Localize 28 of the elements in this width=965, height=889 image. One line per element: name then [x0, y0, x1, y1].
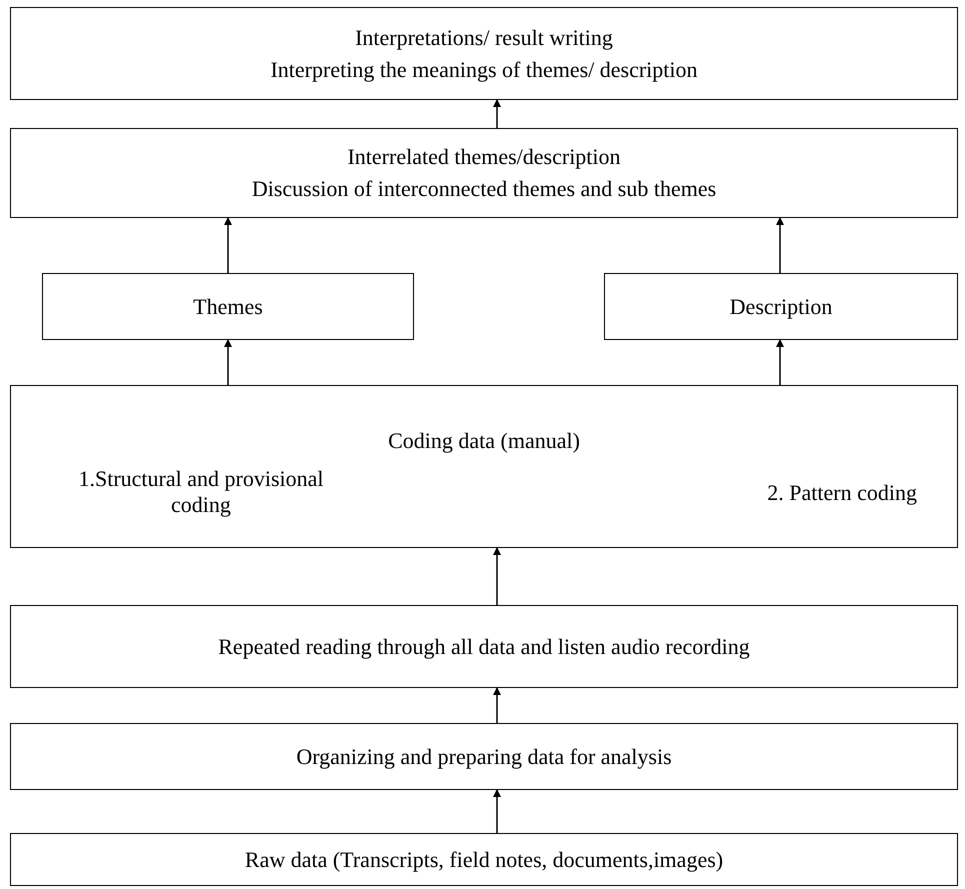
- arrow: [224, 217, 232, 273]
- box-text: Interpreting the meanings of themes/ description: [270, 56, 698, 84]
- box-text: Raw data (Transcripts, field notes, documents,images): [244, 846, 724, 874]
- box-text: Themes: [193, 292, 263, 320]
- process-box: [10, 723, 958, 790]
- arrow: [776, 339, 784, 385]
- arrow: [224, 339, 232, 385]
- process-box: [10, 605, 958, 688]
- arrow: [776, 217, 784, 273]
- box-text: 2. Pattern coding: [767, 479, 917, 507]
- box-text: Organizing and preparing data for analysis: [296, 742, 672, 770]
- process-box: [42, 273, 414, 340]
- arrow: [493, 789, 501, 833]
- arrow: [493, 547, 501, 605]
- box-text: Discussion of interconnected themes and sub themes: [252, 175, 716, 203]
- box-text: Description: [730, 292, 832, 320]
- process-box: [10, 128, 958, 218]
- box-heading: Coding data (manual): [387, 427, 581, 455]
- process-box: [604, 273, 958, 340]
- process-box: [10, 7, 958, 100]
- arrow: [493, 99, 501, 128]
- process-box: [10, 385, 958, 548]
- box-text: Repeated reading through all data and listen audio recording: [218, 632, 750, 660]
- box-text: Interrelated themes/description: [347, 143, 621, 171]
- process-box: [10, 833, 958, 886]
- arrow: [493, 687, 501, 723]
- box-text: Interpretations/ result writing: [355, 24, 613, 52]
- box-text: 1.Structural and provisional coding: [77, 466, 324, 518]
